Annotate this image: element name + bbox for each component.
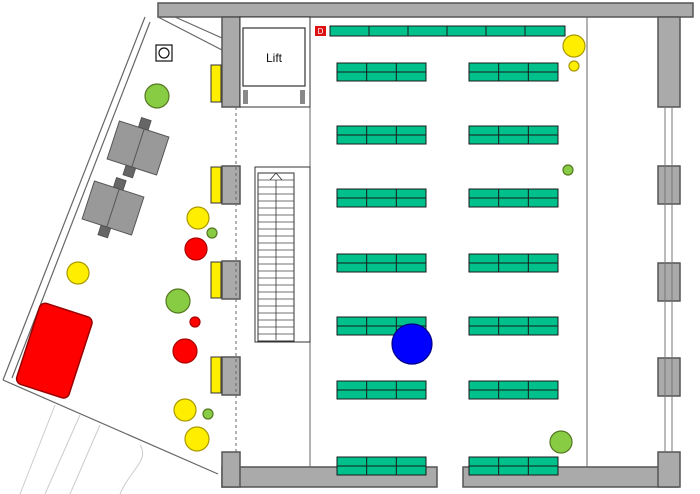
- window-marker: [210, 356, 222, 394]
- exterior-hatching: [19, 404, 144, 494]
- yellow-marker: [568, 60, 580, 72]
- exterior-slant: [2, 3, 223, 475]
- wall-right-column-1: [657, 165, 681, 205]
- wall-left-column-3: [221, 356, 241, 396]
- red-marker: [189, 316, 201, 328]
- yellow-marker: [186, 206, 210, 230]
- table-group: [468, 456, 559, 476]
- wall-left-column-top: [221, 16, 241, 108]
- table-group: [336, 62, 427, 82]
- camera-icon: [155, 44, 173, 62]
- green-marker: [165, 288, 191, 314]
- lift-car: [242, 27, 306, 87]
- table-groups: [336, 62, 559, 476]
- blue-marker: [391, 323, 433, 365]
- table-group: [336, 188, 427, 208]
- red-marker: [172, 338, 198, 364]
- table-group: [468, 188, 559, 208]
- wall-left-column-bottom: [221, 451, 241, 488]
- green-marker: [549, 430, 573, 454]
- staircase-icon: [254, 166, 311, 343]
- wall-right-column-bottom: [657, 451, 681, 488]
- window-marker: [210, 64, 222, 103]
- green-marker: [562, 164, 574, 176]
- wall-right-column-3: [657, 357, 681, 397]
- yellow-marker: [173, 398, 197, 422]
- right-windows: [664, 107, 673, 452]
- red-marker: [184, 237, 208, 261]
- table-group: [336, 380, 427, 400]
- exit-sign-icon: D: [315, 26, 326, 36]
- table-group: [468, 380, 559, 400]
- gray-desks: [81, 116, 170, 239]
- window-marker: [210, 166, 222, 204]
- desk: [106, 116, 170, 179]
- yellow-marker: [562, 34, 586, 58]
- yellow-window-markers: [210, 64, 222, 394]
- table-group: [468, 125, 559, 145]
- lift-door-right: [300, 90, 305, 104]
- table-group: [336, 456, 427, 476]
- table-group: [336, 125, 427, 145]
- green-marker: [144, 83, 170, 109]
- table-group: [468, 62, 559, 82]
- lift-door-left: [243, 90, 248, 104]
- lift-label: Lift: [266, 51, 283, 65]
- wall-right-column-2: [657, 262, 681, 302]
- yellow-marker: [184, 426, 210, 452]
- building-walls: [157, 2, 694, 488]
- lift: Lift: [239, 16, 311, 108]
- wall-left-column-2: [221, 260, 241, 300]
- table-group: [336, 253, 427, 273]
- wall-right-column-top: [657, 16, 681, 108]
- red-block: [15, 302, 93, 399]
- window-marker: [210, 261, 222, 299]
- yellow-marker: [66, 261, 90, 285]
- wall-top: [157, 2, 694, 18]
- exit-badge-label: D: [318, 27, 324, 36]
- green-marker: [202, 408, 214, 420]
- green-marker: [206, 227, 218, 239]
- markers: [66, 34, 586, 454]
- table-group: [468, 316, 559, 336]
- desk: [81, 176, 145, 239]
- wall-left-column-1: [221, 165, 241, 205]
- table-group: [468, 253, 559, 273]
- table-row-top: [329, 25, 566, 37]
